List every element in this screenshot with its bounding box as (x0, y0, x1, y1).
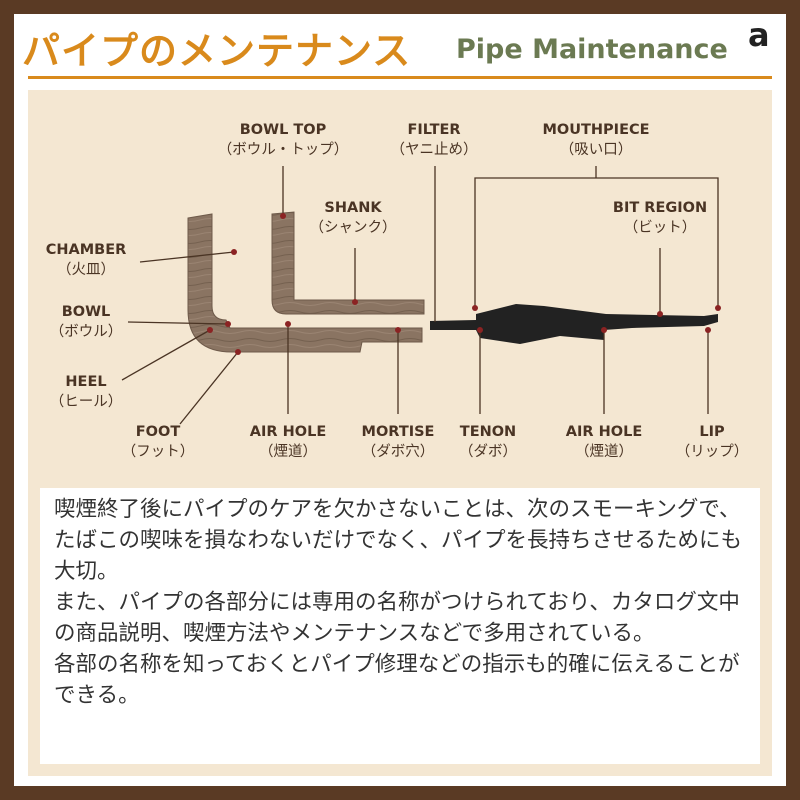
description-box: 喫煙終了後にパイプのケアを欠かさないことは、次のスモーキングで、たばこの喫味を損… (40, 488, 760, 764)
label-bowl-top-jp: （ボウル・トップ） (218, 141, 349, 158)
marker-dots (207, 213, 721, 355)
label-foot: FOOT （フット） (122, 424, 195, 460)
label-heel: HEEL （ヒール） (50, 374, 123, 410)
pipe-shank-shape (271, 211, 425, 315)
label-bowl: BOWL （ボウル） (50, 304, 123, 340)
label-air-hole-stem: AIR HOLE （煙道） (566, 424, 642, 460)
description-paragraph-2: また、パイプの各部分には専用の名称がつけられており、カタログ文中の商品説明、喫煙… (54, 590, 740, 646)
label-shank-jp: （シャンク） (310, 219, 397, 236)
label-chamber-en: CHAMBER (46, 242, 127, 258)
label-air-hole-1-en: AIR HOLE (250, 424, 326, 440)
label-lip: LIP （リップ） (676, 424, 749, 460)
label-bowl-top: BOWL TOP （ボウル・トップ） (218, 122, 349, 158)
page-title: パイプのメンテナンス (22, 29, 412, 73)
label-air-hole-1-jp: （煙道） (259, 443, 317, 460)
label-mouthpiece-jp: （吸い口） (560, 141, 633, 158)
label-shank-en: SHANK (324, 200, 382, 216)
label-tenon-en: TENON (460, 424, 516, 440)
description-paragraph-3: 各部の名称を知っておくとパイプ修理などの指示も的確に伝えることができる。 (54, 652, 740, 708)
label-tenon-jp: （ダボ） (459, 443, 517, 460)
page-subtitle: Pipe Maintenance (456, 34, 728, 65)
label-air-hole-2-en: AIR HOLE (566, 424, 642, 440)
label-filter: FILTER （ヤニ止め） (391, 122, 478, 158)
description-text: 喫煙終了後にパイプのケアを欠かさないことは、次のスモーキングで、たばこの喫味を損… (40, 488, 760, 711)
label-mortise-en: MORTISE (362, 424, 435, 440)
label-mouthpiece: MOUTHPIECE （吸い口） (542, 122, 649, 158)
label-bit-region-jp: （ビット） (624, 219, 697, 236)
label-air-hole-2-jp: （煙道） (575, 443, 633, 460)
title-underline (28, 76, 772, 79)
label-lip-jp: （リップ） (676, 443, 749, 460)
label-foot-jp: （フット） (122, 443, 195, 460)
label-heel-en: HEEL (65, 374, 106, 390)
label-bowl-jp: （ボウル） (50, 323, 123, 340)
description-paragraph-1: 喫煙終了後にパイプのケアを欠かさないことは、次のスモーキングで、たばこの喫味を損… (54, 497, 743, 584)
label-mouthpiece-en: MOUTHPIECE (542, 122, 649, 138)
label-chamber-jp: （火皿） (57, 261, 115, 278)
label-tenon: TENON （ダボ） (459, 424, 517, 460)
label-lip-en: LIP (699, 424, 725, 440)
label-bit-region: BIT REGION （ビット） (613, 200, 707, 236)
label-foot-en: FOOT (136, 424, 181, 440)
label-heel-jp: （ヒール） (50, 393, 123, 410)
label-shank: SHANK （シャンク） (310, 200, 397, 236)
label-bit-region-en: BIT REGION (613, 200, 707, 216)
label-bowl-top-en: BOWL TOP (240, 122, 327, 138)
label-mortise-jp: （ダボ穴） (362, 443, 435, 460)
label-mortise: MORTISE （ダボ穴） (362, 424, 435, 460)
label-air-hole-bowl: AIR HOLE （煙道） (250, 424, 326, 460)
label-filter-jp: （ヤニ止め） (391, 141, 478, 158)
brand-logo: a (748, 16, 770, 54)
label-filter-en: FILTER (407, 122, 460, 138)
mouthpiece-stem-shape (430, 304, 718, 344)
label-chamber: CHAMBER （火皿） (46, 242, 127, 278)
label-bowl-en: BOWL (62, 304, 111, 320)
leader-lines (121, 166, 719, 425)
